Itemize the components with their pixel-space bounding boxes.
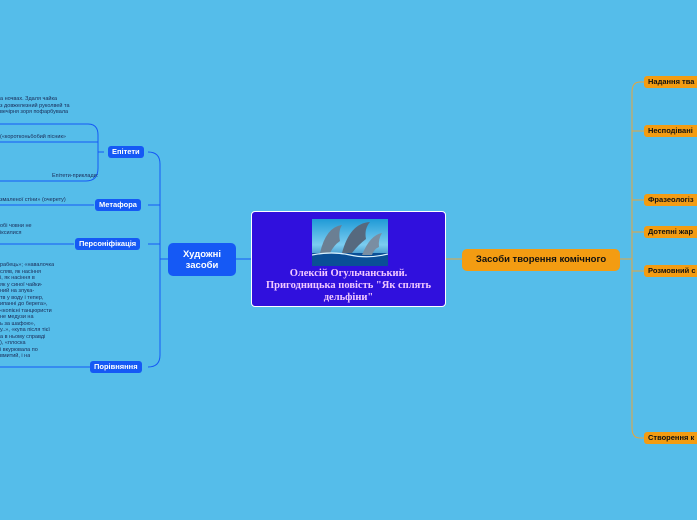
branch-comic-2[interactable]: Несподівані [644,125,697,137]
comparison-example-line: не медузи на [0,314,34,320]
comparison-example-line: вмитий, і на [0,353,31,359]
epithets-example-line: а ночвах. Здаля чайка [0,96,58,102]
comparison-example-line: «копієні танцюристи [0,307,52,314]
branch-personification[interactable]: Персоніфікація [75,238,141,250]
branch-comic-3[interactable]: Фразеологіз [644,194,697,206]
central-title: Олексій Огульчанський. Пригодницька пові… [266,268,431,303]
comparison-example-line: сляв, як насіння [0,268,41,275]
comparison-example-line: ), «плоска [0,340,26,346]
comparison-example-line: і вкурювала по [0,346,38,353]
branch-epithets[interactable]: Епітети [108,146,144,158]
dolphins-photo [312,219,388,266]
comparison-example-line: рабець»; «навалочка [0,262,55,268]
branch-comparison[interactable]: Порівняння [90,361,142,373]
epithets-example-line: з довжелезний руколвей та [0,102,70,109]
personification-example-line: обі човни не [0,223,32,229]
comic-means-node[interactable]: Засоби творення комічного [462,249,620,271]
central-topic[interactable]: Олексій Огульчанський. Пригодницька пові… [251,211,446,307]
branch-comic-4[interactable]: Дотепні жар [644,226,697,238]
personification-example-line: іксилися [0,229,22,236]
branch-metaphor[interactable]: Метафора [95,199,141,211]
comparison-example-line: ипанні до берега», [0,301,48,307]
epithets-example: («коротконьбобий пісник» [0,134,66,140]
comparison-example-line: ь за шафою», [0,320,36,327]
epithets-examples-label: Епітети-приклади: [52,173,99,179]
comparison-example-line: тв у воду і тепер, [0,294,44,301]
comparison-example-line: як у синої чайки- [0,281,43,288]
comparison-example-line: і, як насіння в [0,275,35,281]
comparison-example-line: а в ньому справді [0,333,46,340]
branch-comic-1[interactable]: Надання тва [644,76,697,88]
epithets-example-line: вечірня зоря пофарбувала [0,109,69,115]
art-means-node[interactable]: Художні засоби [168,243,236,276]
comparison-example-line: ний на злука- [0,288,35,294]
branch-comic-6[interactable]: Створення к [644,432,697,444]
comparison-example-line: у..», «купа після тієї [0,327,50,333]
metaphor-example: змаленої стіни» (очерету) [0,197,66,203]
branch-comic-5[interactable]: Розмовний с [644,265,697,277]
